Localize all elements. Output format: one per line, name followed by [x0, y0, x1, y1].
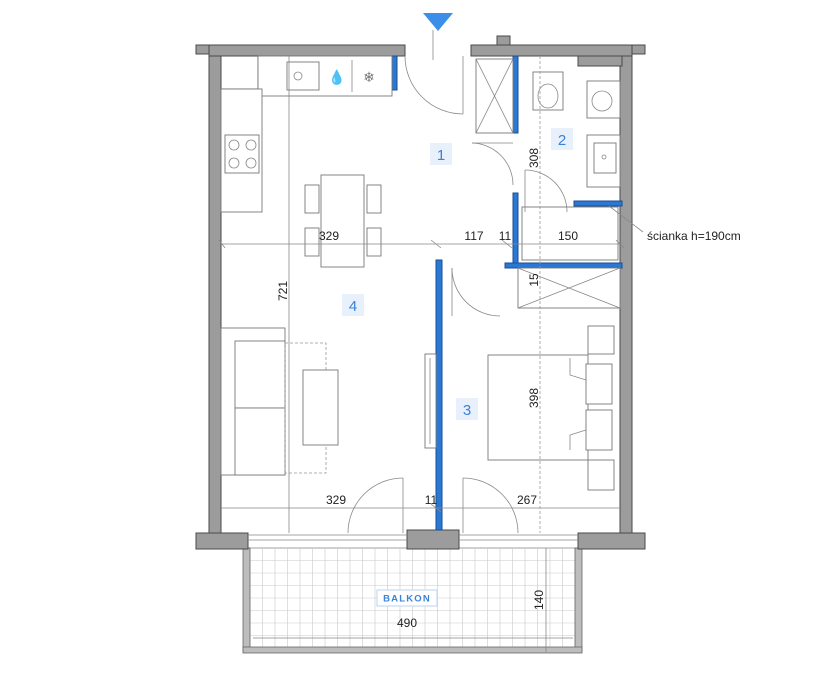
walls: [195, 35, 646, 550]
partition-note: ścianka h=190cm: [647, 229, 741, 243]
bed: [487, 325, 615, 491]
dim-308: 308: [527, 148, 541, 168]
dimension-lines: [218, 56, 644, 652]
doors: [347, 30, 568, 534]
dim-150: 150: [558, 229, 578, 243]
dim-329-bottom: 329: [326, 493, 346, 507]
room-1-label: 1: [437, 147, 445, 164]
room-2-label: 2: [558, 132, 566, 149]
balcony-label-box: [376, 589, 438, 607]
room-4-box: [342, 294, 364, 316]
sofa: [220, 327, 339, 476]
room-3-box: [456, 398, 478, 420]
bathroom: [475, 58, 621, 309]
dim-11-top: 11: [499, 229, 512, 243]
balcony-label: BALKON: [383, 594, 431, 605]
dim-117: 117: [464, 229, 483, 243]
fridge-icon: ❄: [363, 69, 375, 85]
tv-cabinet: [424, 353, 437, 449]
balcony: [242, 547, 583, 654]
room-1-box: [430, 143, 452, 165]
dim-267: 267: [517, 493, 537, 507]
entrance-arrow-icon: [423, 13, 453, 31]
dim-15: 15: [527, 273, 541, 287]
dining-table: [304, 174, 382, 268]
kitchen: 💧 ❄: [220, 55, 393, 213]
room-3-label: 3: [463, 402, 471, 419]
room-2-box: [551, 128, 573, 150]
dimension-labels: 329 117 11 150 308 15 721 398 329 11 267…: [276, 148, 578, 630]
dim-329-top: 329: [319, 229, 339, 243]
dim-490: 490: [397, 616, 417, 630]
dim-398: 398: [527, 388, 541, 408]
room-4-label: 4: [349, 298, 357, 315]
dishwasher-icon: 💧: [328, 69, 345, 86]
room-labels: 1 2 3 4: [342, 128, 573, 420]
dim-140: 140: [532, 590, 546, 610]
dim-11-bottom: 11: [425, 493, 438, 507]
dim-721: 721: [276, 281, 290, 301]
